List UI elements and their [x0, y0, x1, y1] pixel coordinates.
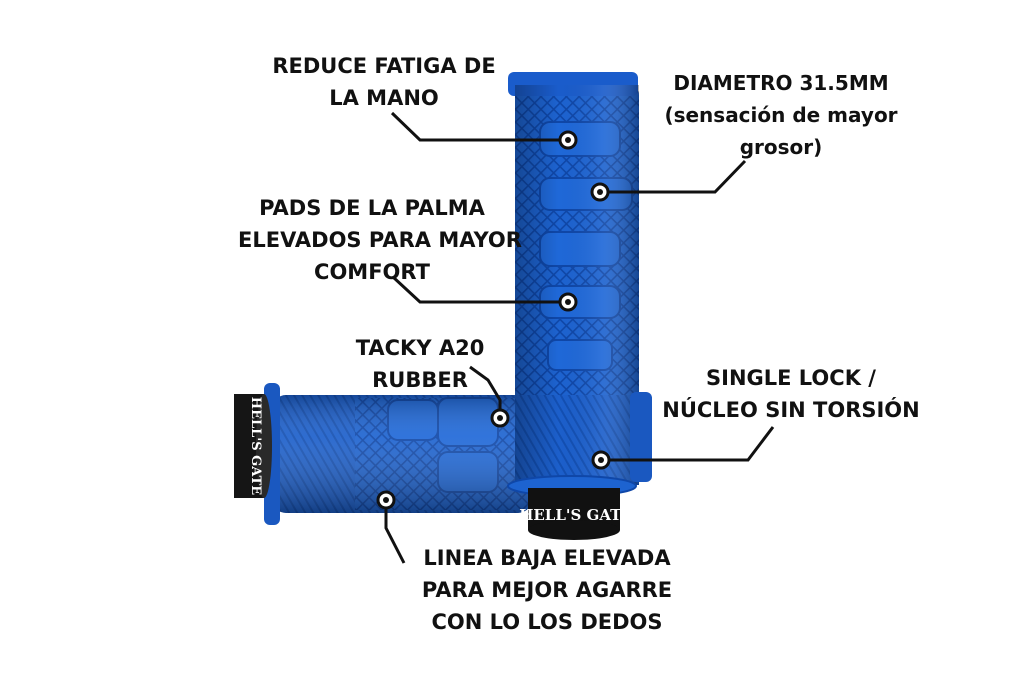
- label-tacky: TACKY A20 RUBBER: [350, 332, 490, 396]
- label-line: PADS DE LA PALMA: [259, 196, 485, 220]
- label-line: PARA MEJOR AGARRE: [421, 578, 673, 602]
- label-line: TACKY A20: [355, 336, 485, 360]
- label-line: SINGLE LOCK /: [706, 366, 876, 390]
- label-reduce-fatigue: REDUCE FATIGA DE LA MANO: [268, 50, 500, 114]
- label-diameter: DIAMETRO 31.5MM (sensación de mayor gros…: [655, 67, 907, 163]
- label-line: ELEVADOS PARA MAYOR: [238, 228, 522, 252]
- leader-reduce-fatigue: [390, 111, 568, 142]
- horizontal-grip: HELL'S GATE: [234, 383, 532, 525]
- label-line: CON LO LOS DEDOS: [431, 610, 663, 634]
- label-palm-pads: PADS DE LA PALMA ELEVADOS PARA MAYOR COM…: [238, 192, 522, 288]
- svg-text:HELL'S GATE: HELL'S GATE: [519, 506, 633, 524]
- leader-diameter: [600, 159, 747, 194]
- label-line: LA MANO: [329, 86, 439, 110]
- svg-text:HELL'S GATE: HELL'S GATE: [248, 397, 263, 496]
- label-line: COMFORT: [314, 260, 430, 284]
- leader-palm-pads: [391, 275, 568, 304]
- vertical-grip: HELL'S GATE: [507, 72, 652, 540]
- label-line: (sensación de mayor: [664, 103, 898, 127]
- label-low-line: LINEA BAJA ELEVADA PARA MEJOR AGARRE CON…: [416, 542, 678, 638]
- leader-single-lock: [601, 426, 775, 462]
- label-single-lock: SINGLE LOCK / NÚCLEO SIN TORSIÓN: [660, 362, 922, 426]
- label-line: grosor): [739, 135, 823, 159]
- label-line: DIAMETRO 31.5MM: [673, 71, 889, 95]
- label-line: NÚCLEO SIN TORSIÓN: [662, 398, 920, 422]
- label-line: REDUCE FATIGA DE: [272, 54, 496, 78]
- label-line: LINEA BAJA ELEVADA: [423, 546, 671, 570]
- label-line: RUBBER: [372, 368, 468, 392]
